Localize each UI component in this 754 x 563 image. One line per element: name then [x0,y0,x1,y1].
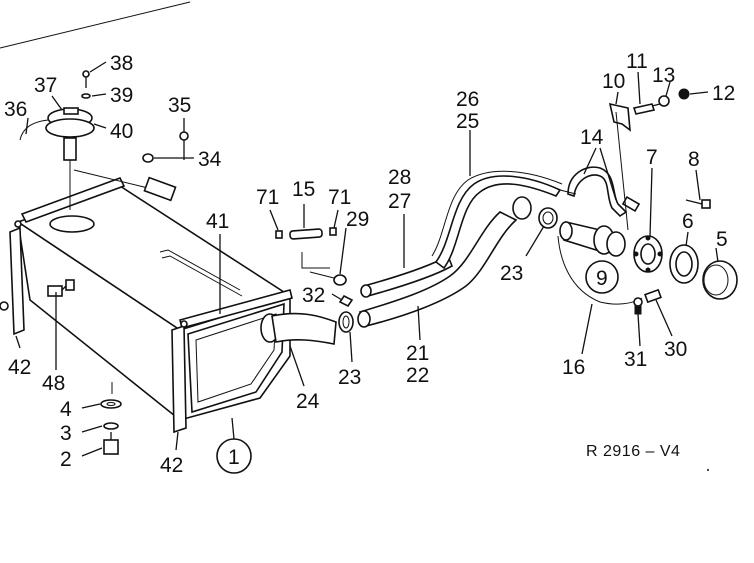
diagram-reference: R 2916 – V4 [586,443,680,460]
ring-6 [669,244,699,284]
outlet-elbow-24 [260,312,337,345]
label-24: 24 [296,390,320,413]
nut-34 [142,153,154,163]
part-labels: 38 39 40 37 36 35 34 41 42 42 48 4 3 2 1… [4,50,735,477]
label-2: 2 [60,448,72,471]
label-9: 9 [596,267,608,290]
label-22: 22 [406,364,429,387]
label-25: 25 [456,110,479,133]
vent-valve-48 [0,279,75,311]
label-29: 29 [346,208,369,231]
screw-11 [632,103,661,115]
label-5: 5 [716,228,728,251]
label-32: 32 [302,284,325,307]
label-6: 6 [682,210,694,233]
page-edge-line [0,1,191,49]
stray-dot [707,469,709,471]
label-34: 34 [198,148,222,171]
label-39: 39 [110,84,133,107]
fitting-30 [644,288,662,304]
label-11: 11 [626,50,648,73]
clip-71b [329,227,337,236]
label-16: 16 [562,356,585,379]
label-3: 3 [60,422,72,445]
screw-8 [685,199,711,209]
label-42a: 42 [8,356,31,379]
label-23a: 23 [338,366,361,389]
label-35: 35 [168,94,191,117]
label-38: 38 [110,52,133,75]
label-4: 4 [60,398,72,421]
label-28: 28 [388,166,411,189]
filler-neck-9 [559,221,626,294]
label-40: 40 [110,120,133,143]
label-71a: 71 [256,186,279,209]
label-31: 31 [624,348,647,371]
label-15: 15 [292,178,315,201]
label-14: 14 [580,126,604,149]
clip-32 [338,294,354,308]
label-7: 7 [646,146,658,169]
leader-lines [15,61,719,457]
label-26: 26 [456,88,479,111]
clip-71a [275,230,283,239]
label-42b: 42 [160,454,183,477]
fitting-31 [633,297,643,315]
washer-13 [658,95,670,107]
label-36: 36 [4,98,27,121]
label-8: 8 [688,148,700,171]
fuel-tank [9,177,293,434]
washer-39 [81,93,91,99]
label-27: 27 [388,190,411,213]
label-13: 13 [652,64,675,87]
vent-tube-14 [559,166,641,218]
washer-3 [103,422,119,430]
cable-16 [557,235,643,305]
drain-plug-2 [103,432,119,455]
screw-38 [82,70,90,88]
label-71b: 71 [328,186,351,209]
filler-hose-27-28 [360,254,454,298]
label-41: 41 [206,210,229,233]
label-23b: 23 [500,262,523,285]
label-48: 48 [42,372,65,395]
connector-29 [301,252,347,286]
label-1: 1 [228,446,240,469]
gasket-7 [633,235,663,273]
filler-cap-5 [702,260,738,300]
vent-hose-25-26 [431,170,563,270]
label-37: 37 [34,74,57,97]
label-10: 10 [602,70,625,93]
bolt-35 [179,131,189,160]
washer-4 [100,399,122,409]
label-12: 12 [712,82,735,105]
small-hose-15 [289,228,323,240]
bracket-10 [608,102,631,231]
hose-clamp-23a [338,311,354,333]
filler-hose-21-22 [357,196,532,328]
nut-12 [678,88,690,100]
label-30: 30 [664,338,687,361]
label-21: 21 [406,342,429,365]
fuel-sender-unit [19,107,177,210]
hose-clamp-23b [538,207,558,229]
part-9-circle [585,260,619,294]
